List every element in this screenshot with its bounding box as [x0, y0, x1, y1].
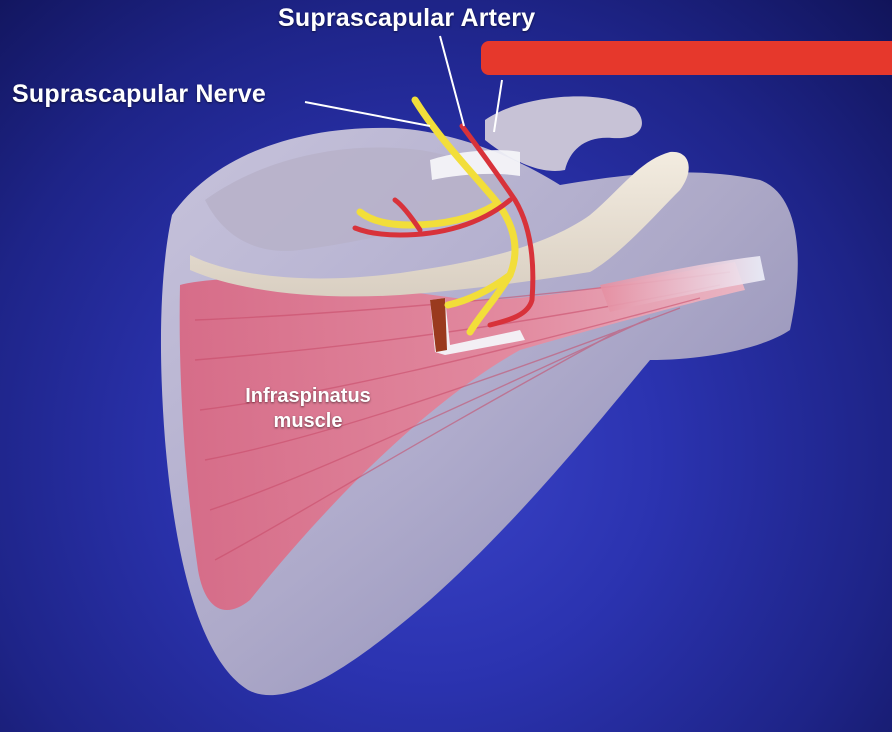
scapular-spine — [190, 151, 689, 297]
muscle-window — [430, 298, 525, 355]
tendon — [600, 256, 765, 312]
suprascapular-nerve-label: Suprascapular Nerve — [12, 80, 266, 108]
suprascapular-artery — [352, 123, 536, 328]
muscle-label-line-1: Infraspinatus — [245, 385, 371, 407]
leader-lines — [304, 35, 503, 133]
scapula-bone — [160, 127, 798, 696]
infraspinatus-muscle-label: Infraspinatus muscle — [228, 384, 388, 434]
acromion-bone — [485, 96, 642, 171]
muscle-label-line-2: muscle — [273, 410, 343, 432]
infraspinatus-muscle-shape — [179, 262, 746, 610]
muscle-window-edge — [430, 298, 447, 352]
suprascapular-nerve — [356, 96, 519, 336]
suprascapular-artery-label: Suprascapular Artery — [278, 4, 536, 32]
redaction-bar — [481, 41, 892, 75]
